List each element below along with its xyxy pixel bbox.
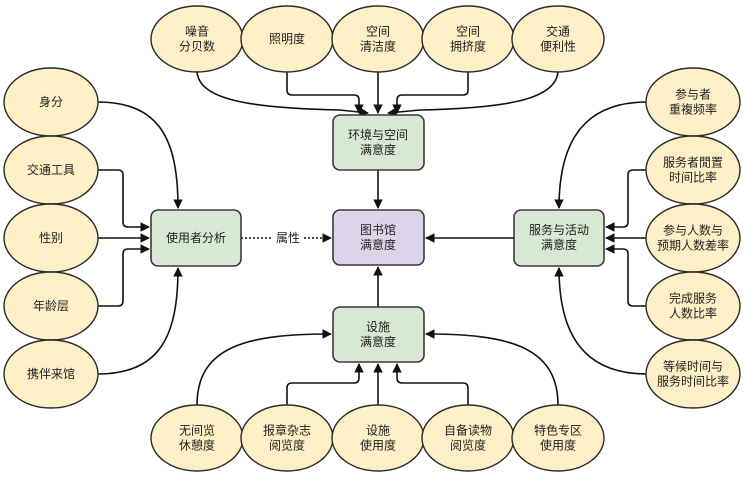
leaf-label-line-2: 分贝数 xyxy=(179,39,215,54)
edge-newspaper-to-facilities xyxy=(286,363,364,405)
leaf-label-line-2: 拥挤度 xyxy=(450,39,486,54)
leaf-label-line-1: 等候时间与 xyxy=(663,360,723,374)
node-service-line-2: 满意度 xyxy=(541,237,577,252)
edge-companion-to-user xyxy=(97,267,183,375)
edge-ownreading-to-facilities xyxy=(392,363,469,405)
leaf-label-line-2: 服务时间比率 xyxy=(657,374,729,389)
leaf-ellipse xyxy=(511,404,605,472)
node-library-line-1: 图书馆 xyxy=(360,222,396,237)
edge-complete-to-service xyxy=(605,244,647,307)
leaf-label-line-2: 预期人数差率 xyxy=(657,238,729,253)
leaf-label-line-2: 使用度 xyxy=(360,438,396,453)
leaf-label-line-2: 时间比率 xyxy=(669,170,717,185)
leaf-label-line-1: 交通 xyxy=(546,24,570,39)
leaf-label-line-1: 空间 xyxy=(456,25,480,39)
edge-noise-to-environment xyxy=(196,69,369,117)
node-facilities-line-1: 设施 xyxy=(366,320,390,334)
node-facilities-line-2: 满意度 xyxy=(360,334,396,349)
leaf-label-line-2: 阅览度 xyxy=(450,438,486,453)
edge-wait-to-service xyxy=(554,267,648,375)
node-environment-line-2: 满意度 xyxy=(360,142,396,157)
leaf-label-line-1: 完成服务 xyxy=(669,291,717,306)
leaf-ellipse xyxy=(511,5,605,73)
leaf-node-top-2[interactable]: 照明度 xyxy=(240,5,334,73)
leaf-label-line-2: 便利性 xyxy=(540,40,576,54)
node-user[interactable]: 使用者分析 xyxy=(150,209,242,267)
edge-rest-to-facilities xyxy=(196,329,332,406)
leaf-label-line-1: 设施 xyxy=(366,424,390,438)
edge-repeat-to-service xyxy=(554,101,648,209)
leaf-ellipse xyxy=(645,339,741,409)
node-environment-line-1: 环境与空间 xyxy=(348,127,408,142)
node-library-line-2: 满意度 xyxy=(360,237,396,252)
leaf-ellipse xyxy=(3,339,99,409)
leaf-label-line-1: 自备读物 xyxy=(444,424,492,438)
leaf-label-line-1: 噪音 xyxy=(185,24,209,39)
node-facilities[interactable]: 设施 满意度 xyxy=(332,306,425,363)
edge-transport-to-user xyxy=(98,169,150,232)
node-service[interactable]: 服务与活动 满意度 xyxy=(513,209,605,267)
edge-idle-to-service xyxy=(605,169,647,232)
leaf-node-left-1[interactable]: 身分 xyxy=(3,67,99,137)
edge-special-to-facilities xyxy=(425,329,559,406)
leaf-label-line-2: 使用度 xyxy=(540,438,576,453)
leaf-label-line-1: 携伴来馆 xyxy=(27,366,75,381)
leaf-node-left-3[interactable]: 性别 xyxy=(3,203,99,273)
edge-crowding-to-environment xyxy=(392,70,469,114)
leaf-label-line-1: 性别 xyxy=(39,231,63,245)
attribute-label: 属性 xyxy=(276,231,300,245)
node-library-center[interactable]: 图书馆 满意度 xyxy=(332,209,425,266)
leaf-label-line-2: 阅览度 xyxy=(269,438,305,453)
leaf-label-line-2: 休憩度 xyxy=(179,438,215,453)
leaf-label-line-1: 参与者 xyxy=(675,87,711,102)
node-user-line-1: 使用者分析 xyxy=(166,230,226,245)
leaf-node-left-2[interactable]: 交通工具 xyxy=(3,135,99,205)
leaf-label-line-1: 无间览 xyxy=(179,423,215,438)
node-environment[interactable]: 环境与空间 满意度 xyxy=(332,114,425,171)
leaf-label-line-2: 人数比率 xyxy=(669,306,717,321)
edge-identity-to-user xyxy=(97,101,183,209)
leaf-label-line-1: 年龄层 xyxy=(33,299,69,313)
edges xyxy=(97,69,648,406)
leaf-nodes: 噪音分贝数照明度空间清洁度空间拥挤度交通便利性无间览休憩度报章杂志阅览度设施使用… xyxy=(3,5,741,472)
leaf-node-left-5[interactable]: 携伴来馆 xyxy=(3,339,99,409)
leaf-label-line-1: 报章杂志 xyxy=(263,423,311,438)
leaf-label-line-2: 重複频率 xyxy=(669,102,717,117)
leaf-label-line-1: 交通工具 xyxy=(27,162,75,177)
leaf-label-line-1: 身分 xyxy=(39,94,63,109)
leaf-label-line-1: 空间 xyxy=(366,25,390,39)
edge-lighting-to-environment xyxy=(286,70,364,114)
leaf-node-left-4[interactable]: 年龄层 xyxy=(3,271,99,341)
leaf-label-line-1: 照明度 xyxy=(269,31,305,46)
leaf-label-line-1: 参与人数与 xyxy=(663,223,723,238)
leaf-label-line-1: 服务者閒置 xyxy=(663,155,723,170)
node-service-line-1: 服务与活动 xyxy=(529,222,589,237)
leaf-label-line-2: 清洁度 xyxy=(360,39,396,54)
leaf-label-line-1: 特色专区 xyxy=(534,423,582,438)
edge-traffic-to-environment xyxy=(387,69,559,117)
edge-age-to-user xyxy=(98,244,150,307)
